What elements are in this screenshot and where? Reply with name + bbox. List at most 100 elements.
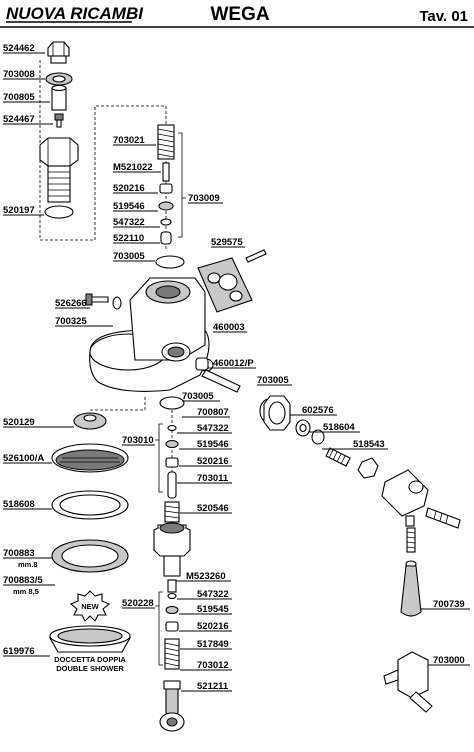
label-519546-a: 519546 bbox=[113, 201, 145, 212]
label-703005-c: 703005 bbox=[257, 375, 289, 386]
caption-double-shower-en: DOUBLE SHOWER bbox=[56, 664, 124, 673]
part-fitting bbox=[39, 137, 79, 203]
label-520216-c: 520216 bbox=[197, 621, 229, 632]
label-703000: 703000 bbox=[433, 655, 465, 666]
label-460012P: 460012/P bbox=[213, 358, 254, 369]
part-460003-gasket bbox=[197, 257, 253, 313]
part-520216-a bbox=[159, 183, 173, 194]
label-619976: 619976 bbox=[3, 646, 35, 657]
label-703005-b: 703005 bbox=[182, 391, 214, 402]
part-529575-pin bbox=[245, 249, 267, 263]
label-700883-5-size: mm 8,5 bbox=[13, 587, 39, 596]
label-518543: 518543 bbox=[353, 439, 385, 450]
bracket-520228 bbox=[155, 591, 163, 666]
label-703008: 703008 bbox=[3, 69, 35, 80]
part-700739-knob bbox=[400, 560, 422, 617]
part-703005-a-ring bbox=[155, 255, 185, 269]
assembly-guide-base bbox=[90, 395, 146, 411]
part-602576-nut bbox=[263, 395, 291, 431]
part-460012P-stem bbox=[195, 357, 241, 393]
part-524462 bbox=[47, 41, 70, 64]
part-519546-a bbox=[158, 201, 174, 211]
label-700807: 700807 bbox=[197, 407, 229, 418]
label-521211: 521211 bbox=[197, 681, 229, 692]
callout-labels: 524462 703008 700805 524467 520197 70302… bbox=[3, 43, 470, 692]
label-700739: 700739 bbox=[433, 599, 465, 610]
part-526266-screw bbox=[85, 293, 109, 306]
label-700805: 700805 bbox=[3, 92, 35, 103]
label-703012: 703012 bbox=[197, 660, 229, 671]
label-524462: 524462 bbox=[3, 43, 35, 54]
label-529575: 529575 bbox=[211, 237, 243, 248]
label-703009: 703009 bbox=[188, 193, 220, 204]
label-526100A: 526100/A bbox=[3, 453, 44, 464]
part-700883-gasket bbox=[51, 539, 129, 573]
label-703010: 703010 bbox=[122, 435, 154, 446]
label-M523260: M523260 bbox=[186, 571, 226, 582]
part-518608-gasket bbox=[51, 490, 129, 520]
bracket-703009 bbox=[178, 132, 186, 238]
label-547322-a: 547322 bbox=[113, 217, 145, 228]
part-700807-ring bbox=[159, 396, 185, 410]
label-518608: 518608 bbox=[3, 499, 35, 510]
label-524467: 524467 bbox=[3, 114, 35, 125]
table-number: Tav. 01 bbox=[419, 8, 468, 25]
part-524467 bbox=[54, 113, 64, 128]
brand-logo: NUOVA RICAMBI bbox=[6, 4, 144, 23]
brand-text: NUOVA RICAMBI bbox=[6, 4, 144, 23]
part-547322-b bbox=[167, 424, 177, 432]
label-700883-5: 700883/5 bbox=[3, 575, 43, 586]
new-badge-text: NEW bbox=[81, 602, 99, 611]
part-520216-b bbox=[165, 457, 179, 468]
part-520197 bbox=[44, 205, 74, 219]
part-700325-washer bbox=[112, 296, 122, 310]
part-520546-cylinder bbox=[153, 501, 191, 577]
part-520129-screw bbox=[73, 412, 107, 430]
label-703021: 703021 bbox=[113, 135, 145, 146]
label-700883: 700883 bbox=[3, 548, 35, 559]
label-460003: 460003 bbox=[213, 322, 245, 333]
label-520228: 520228 bbox=[122, 598, 154, 609]
label-520216-a: 520216 bbox=[113, 183, 145, 194]
bracket-703010 bbox=[155, 423, 163, 493]
label-520129: 520129 bbox=[3, 417, 35, 428]
part-547322-a bbox=[160, 218, 172, 226]
label-M521022: M521022 bbox=[113, 162, 153, 173]
part-nozzle-nut bbox=[357, 457, 379, 479]
part-547322-c bbox=[167, 592, 177, 600]
label-703011: 703011 bbox=[197, 473, 229, 484]
part-steam-arm bbox=[381, 469, 461, 529]
label-520216-b: 520216 bbox=[197, 456, 229, 467]
label-547322-b: 547322 bbox=[197, 423, 229, 434]
caption-double-shower-it: DOCCETTA DOPPIA bbox=[54, 655, 126, 664]
part-group-head bbox=[89, 277, 210, 392]
label-520546: 520546 bbox=[197, 503, 229, 514]
part-519545 bbox=[165, 605, 179, 615]
model-title: WEGA bbox=[210, 4, 269, 25]
label-519546-b: 519546 bbox=[197, 439, 229, 450]
label-520197: 520197 bbox=[3, 205, 35, 216]
new-badge: NEW bbox=[69, 590, 111, 622]
label-703005-a: 703005 bbox=[113, 251, 145, 262]
label-700883-size: mm.8 bbox=[18, 560, 38, 569]
part-M521022-pin bbox=[162, 162, 170, 182]
label-518604: 518604 bbox=[323, 422, 355, 433]
label-602576: 602576 bbox=[302, 405, 334, 416]
part-518604-b bbox=[311, 429, 325, 445]
part-521211-valve bbox=[159, 680, 185, 732]
part-520216-c bbox=[165, 621, 179, 632]
part-522110 bbox=[160, 231, 172, 245]
part-518604 bbox=[295, 419, 311, 437]
label-700325: 700325 bbox=[55, 316, 87, 327]
part-stem-threaded bbox=[406, 527, 416, 553]
part-517849-spring bbox=[164, 638, 180, 670]
part-703011 bbox=[167, 471, 177, 499]
part-518543-spring bbox=[325, 447, 351, 467]
label-547322-c: 547322 bbox=[197, 589, 229, 600]
part-703021-spring bbox=[157, 124, 175, 160]
part-M523260 bbox=[167, 579, 177, 593]
part-519546-b bbox=[165, 439, 179, 449]
part-700805 bbox=[51, 84, 67, 111]
